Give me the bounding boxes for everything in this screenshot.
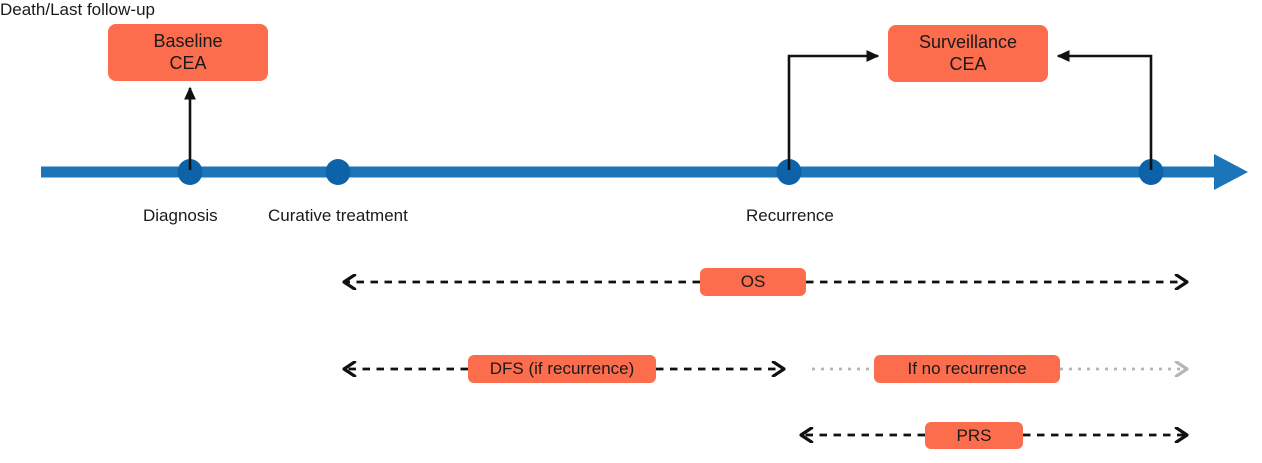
interval-label-dfs[interactable]: DFS (if recurrence) xyxy=(468,355,656,383)
interval-label-if-no-recurrence-text: If no recurrence xyxy=(907,359,1027,378)
surveillance-cea-box[interactable]: Surveillance CEA xyxy=(888,25,1048,82)
baseline-cea-label-line2: CEA xyxy=(169,52,207,73)
interval-label-prs[interactable]: PRS xyxy=(925,422,1023,449)
surveillance-cea-label-line2: CEA xyxy=(949,53,987,74)
timeline-event-dots xyxy=(177,159,1164,185)
interval-label-prs-text: PRS xyxy=(956,425,992,445)
interval-label-dfs-text: DFS (if recurrence) xyxy=(489,359,635,378)
timeline-arrowhead-icon xyxy=(1214,154,1248,190)
event-dot-diagnosis xyxy=(177,159,203,185)
baseline-cea-box[interactable]: Baseline CEA xyxy=(108,24,268,81)
interval-label-if-no-recurrence[interactable]: If no recurrence xyxy=(874,355,1060,383)
interval-label-os[interactable]: OS xyxy=(700,268,806,296)
surveillance-cea-label-line1: Surveillance xyxy=(918,32,1018,53)
axis-label-recurrence: Recurrence xyxy=(746,206,834,225)
event-dot-recurrence xyxy=(776,159,802,185)
interval-label-os-text: OS xyxy=(740,272,766,291)
baseline-cea-label-line1: Baseline xyxy=(153,31,223,52)
axis-label-diagnosis: Diagnosis xyxy=(143,206,218,225)
event-dot-curative-treatment xyxy=(325,159,351,185)
timeline-axis xyxy=(41,154,1248,190)
connector-death-to-surveillance-cea xyxy=(1056,50,1153,170)
event-dot-death-last-followup xyxy=(1138,159,1164,185)
connector-recurrence-to-surveillance-cea xyxy=(787,50,880,170)
axis-label-curative-treatment: Curative treatment xyxy=(268,206,408,225)
axis-label-death-last-followup: Death/Last follow-up xyxy=(0,0,155,19)
